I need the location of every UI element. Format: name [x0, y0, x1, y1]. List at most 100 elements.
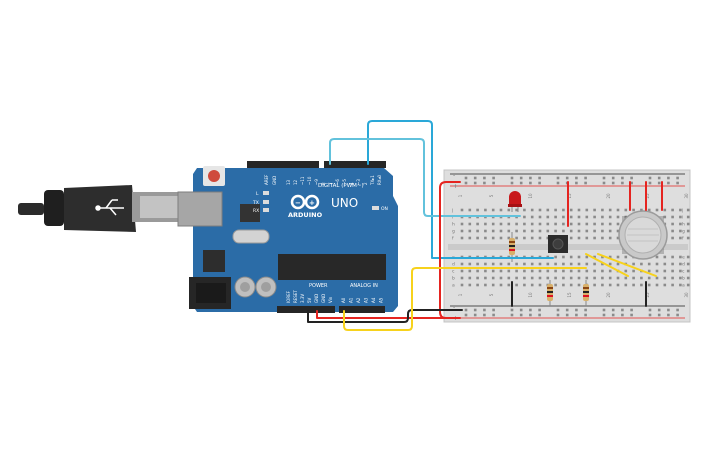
digital-pin-label: 4 [349, 182, 354, 185]
digital-header-right [324, 161, 386, 168]
power-header [277, 306, 335, 313]
breadboard-column-number: 15 [567, 292, 572, 298]
breadboard-row-letter: f [452, 236, 454, 242]
breadboard-column-number: 10 [528, 292, 533, 298]
digital-pin-label: ~3 [356, 179, 361, 185]
capacitor [234, 276, 256, 298]
breadboard-row-letter: a [452, 284, 455, 289]
breadboard-column-number: 30 [684, 193, 689, 199]
svg-text:+: + [309, 199, 315, 207]
breadboard-column-number: 10 [528, 193, 533, 199]
analog-header [339, 306, 385, 313]
breadboard-row-letter: g [682, 230, 685, 235]
power-pin-label: RESET [293, 290, 298, 303]
digital-pin-label: ~6 [335, 179, 340, 185]
rx-label: RX [253, 208, 259, 214]
status-leds [263, 191, 269, 212]
breadboard-column-number: 30 [684, 292, 689, 298]
digital-pin-label: ~9 [314, 179, 319, 185]
arduino-logo: − + ARDUINO UNO [288, 194, 358, 219]
breadboard-row-letter: g [452, 230, 455, 235]
breadboard-column-number: 25 [645, 193, 650, 199]
breadboard-row-letter: j [681, 208, 683, 214]
power-pin-label: Vin [328, 296, 333, 303]
red-led[interactable] [508, 191, 522, 212]
breadboard-row-letter: e [682, 256, 685, 261]
digital-pin-label: 7 [328, 182, 333, 185]
digital-pin-label: 2 [363, 182, 368, 185]
l-label: L [256, 191, 259, 197]
gas-sensor[interactable] [618, 210, 668, 260]
rail-plus-top: + [453, 183, 458, 190]
breadboard-row-letter: j [451, 208, 453, 214]
analog-pin-label: A3 [364, 297, 369, 303]
breadboard-row-letter: a [682, 284, 685, 289]
power-pin-label: IOREF [286, 290, 291, 303]
breadboard-row-letter: h [682, 222, 685, 228]
wire-yellow-diag [597, 253, 657, 277]
resistor[interactable] [583, 280, 589, 306]
analog-pin-label: A0 [341, 297, 346, 303]
breadboard-row-letter: i [452, 215, 453, 221]
power-pin-label: 3.3V [300, 294, 305, 303]
digital-pin-label: ~10 [307, 176, 312, 185]
digital-pin-label: 12 [293, 179, 298, 185]
digital-pin-label: ~11 [300, 176, 305, 185]
analog-header-label: ANALOG IN [350, 283, 378, 289]
usb-cable [18, 185, 184, 232]
breadboard-column-number: 25 [645, 292, 650, 298]
breadboard-column-number: 20 [606, 292, 611, 298]
breadboard-row-letter: d [452, 262, 455, 268]
resistor[interactable] [547, 280, 553, 306]
voltage-regulator [203, 250, 225, 272]
rail-minus-bottom: - [453, 304, 455, 311]
power-header-label: POWER [309, 283, 328, 289]
tx-label: TX [252, 200, 259, 206]
breadboard-column-number: 5 [489, 293, 494, 296]
aref-label: AREF [264, 174, 269, 185]
svg-text:−: − [295, 199, 301, 207]
rail-minus-top: - [453, 172, 455, 179]
breadboard-row-letter: b [682, 276, 685, 282]
breadboard-row-letter: h [452, 222, 455, 228]
wire-red-5v [316, 181, 461, 319]
breadboard-row-letter: i [682, 215, 683, 221]
analog-pin-label: A1 [349, 297, 354, 303]
breadboard-row-letter: c [452, 270, 455, 275]
wire-yellow-diag [585, 253, 629, 277]
breadboard-column-number: 1 [458, 194, 463, 197]
usb-icon [95, 199, 124, 216]
digital-pin-label: 13 [286, 179, 291, 185]
pushbutton[interactable] [548, 235, 568, 253]
usb-port [177, 191, 223, 227]
digital-pin-label: RX◂0 [377, 174, 382, 185]
digital-pin-label: TX▸1 [370, 175, 375, 186]
breadboard-column-number: 15 [567, 193, 572, 199]
reset-button[interactable] [203, 166, 225, 186]
atmega-chip [278, 254, 386, 280]
digital-header-left [247, 161, 319, 168]
wire-cyan [367, 120, 554, 259]
power-pin-label: GND [321, 294, 326, 303]
analog-pin-label: A2 [356, 297, 361, 303]
breadboard-row-letter: c [682, 270, 685, 275]
digital-header-label: DIGITAL (PWM~) [318, 183, 364, 189]
breadboard-column-number: 1 [458, 293, 463, 296]
analog-pin-label: A5 [379, 297, 384, 303]
wire-lightblue [329, 138, 521, 217]
wire-black-gnd [307, 309, 463, 323]
wire-yellow-a0 [343, 267, 587, 331]
breadboard-row-letter: f [682, 236, 684, 242]
logo-text: ARDUINO [288, 211, 323, 219]
power-pin-label: GND [314, 294, 319, 303]
digital-pin-label: 8 [321, 182, 326, 185]
crystal-oscillator [232, 229, 270, 244]
breadboard-row-letter: b [452, 276, 455, 282]
model-label: UNO [331, 196, 358, 210]
power-pin-label: 5V [307, 297, 312, 303]
